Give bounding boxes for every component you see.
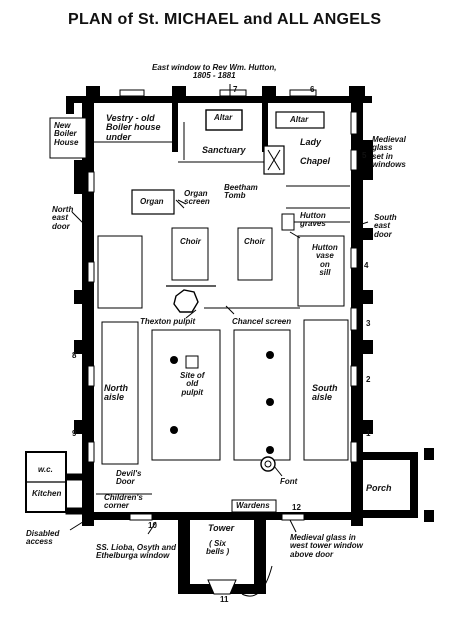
wc-label: w.c. (38, 465, 53, 474)
window-number-9: 9 (72, 429, 77, 438)
choir-left-label: Choir (180, 237, 201, 246)
devils-door-label: Devil's Door (116, 469, 142, 487)
tower-label: Tower (208, 523, 235, 533)
medieval-glass-tower-note: Medieval glass in west tower window abov… (290, 533, 363, 559)
altar-main-label: Altar (214, 113, 233, 122)
lady-chapel-label: Lady Chapel (300, 137, 331, 166)
east-window-note: East window to Rev Wm. Hutton, 1805 - 18… (152, 63, 277, 81)
lioba-window-note: SS. Lioba, Osyth and Ethelburga window (96, 543, 177, 561)
south-east-door-note: South east door (374, 213, 397, 239)
hutton-vase-label: Hutton vase on sill (312, 243, 338, 278)
window-number-7: 7 (233, 85, 238, 94)
kitchen-label: Kitchen (32, 489, 62, 498)
beetham-tomb-label: Beetham Tomb (224, 183, 258, 201)
north-aisle-label: North aisle (104, 383, 128, 403)
window-number-4: 4 (364, 261, 369, 270)
wardens-label: Wardens (236, 501, 270, 510)
window-number-3: 3 (366, 319, 371, 328)
porch-label: Porch (366, 483, 392, 493)
window-number-12: 12 (292, 503, 301, 512)
font-label: Font (280, 477, 298, 486)
window-number-2: 2 (366, 375, 371, 384)
choir-right-label: Choir (244, 237, 265, 246)
vestry-label: Vestry - old Boiler house under (106, 113, 161, 142)
organ-label: Organ (140, 197, 164, 206)
window-number-11: 11 (220, 595, 229, 604)
chancel-screen-label: Chancel screen (232, 317, 292, 326)
organ-screen-label: Organ screen (184, 189, 210, 207)
altar-lady-label: Altar (290, 115, 309, 124)
window-number-10: 10 (148, 521, 157, 530)
window-number-8: 8 (72, 351, 77, 360)
medieval-glass-windows-note: Medieval glass set in windows (372, 135, 406, 170)
north-east-door-note: North east door (52, 205, 74, 231)
windows (87, 89, 358, 521)
childrens-corner-label: Children's corner (104, 493, 143, 511)
window-number-5: 5 (362, 151, 367, 160)
disabled-access-note: Disabled access (26, 529, 60, 547)
window-number-1: 1 (366, 429, 371, 438)
window-number-6: 6 (310, 85, 315, 94)
hutton-graves-label: Hutton graves (300, 211, 326, 229)
plan-title: PLAN of St. MICHAEL and ALL ANGELS (68, 11, 382, 28)
site-old-pulpit-label: Site of old pulpit (180, 371, 205, 397)
sanctuary-label: Sanctuary (202, 145, 246, 155)
thexton-pulpit-label: Thexton pulpit (140, 317, 196, 326)
south-aisle-label: South aisle (312, 383, 338, 403)
six-bells-label: ( Six bells ) (206, 539, 230, 557)
new-boiler-house-label: New Boiler House (54, 121, 79, 147)
